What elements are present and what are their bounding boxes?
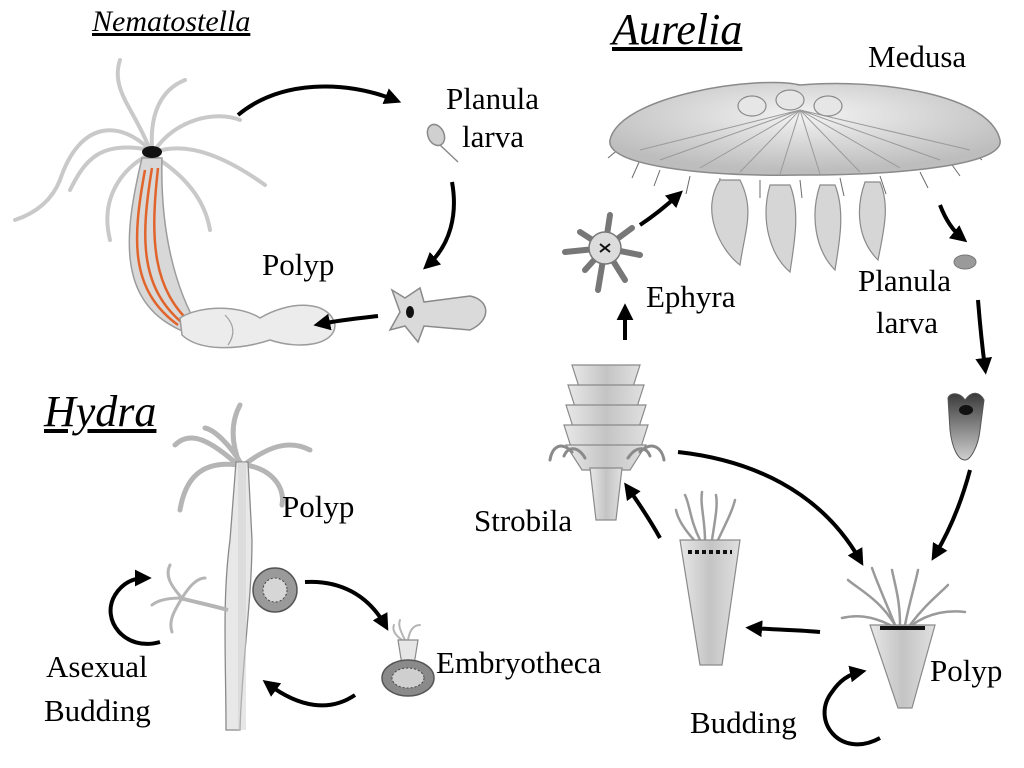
nematostella-title: Nematostella [92, 5, 251, 38]
nematostella-juvenile-polyp [388, 286, 487, 344]
aurelia-budding-polyp [674, 490, 741, 666]
hydra-polyp [150, 402, 313, 731]
aurelia-ephyra [562, 212, 643, 293]
aurelia-planula-larva [953, 254, 977, 270]
aurelia-medusa-label: Medusa [868, 39, 967, 74]
hydra-embryotheca-label: Embryotheca [436, 645, 602, 680]
nematostella-cycle-arrows [236, 84, 456, 331]
aurelia-planula-label-line2: larva [876, 305, 938, 340]
hydra-embryotheca-on-polyp [252, 567, 298, 613]
hydra-bud [150, 563, 229, 634]
aurelia-planula-label-line1: Planula [858, 263, 951, 298]
aurelia-budding-label: Budding [690, 705, 797, 740]
hydra-cycle-arrows [108, 569, 389, 708]
hydra-title: Hydra [44, 387, 157, 436]
nematostella-planula-larva [426, 123, 459, 163]
hydra-polyp-label: Polyp [282, 489, 355, 524]
aurelia-title: Aurelia [612, 5, 743, 54]
hydra-asexual-label-line1: Asexual [46, 649, 148, 684]
nematostella-planula-label-line1: Planula [446, 81, 539, 116]
aurelia-strobila [548, 364, 666, 521]
aurelia-polyp-label: Polyp [930, 653, 1003, 688]
aurelia-polyp [840, 566, 967, 709]
hydra-embryotheca [381, 619, 435, 697]
aurelia-medusa [607, 81, 1001, 274]
aurelia-strobila-label: Strobila [474, 503, 573, 538]
hydra-asexual-label-line2: Budding [44, 693, 151, 728]
aurelia-cycle-arrows [616, 190, 993, 747]
nematostella-planula-label-line2: larva [462, 119, 524, 154]
aurelia-ephyra-label: Ephyra [646, 279, 736, 314]
aurelia-settled-polyp [947, 392, 985, 461]
nematostella-adult-polyp [13, 58, 336, 349]
nematostella-polyp-label: Polyp [262, 247, 335, 282]
